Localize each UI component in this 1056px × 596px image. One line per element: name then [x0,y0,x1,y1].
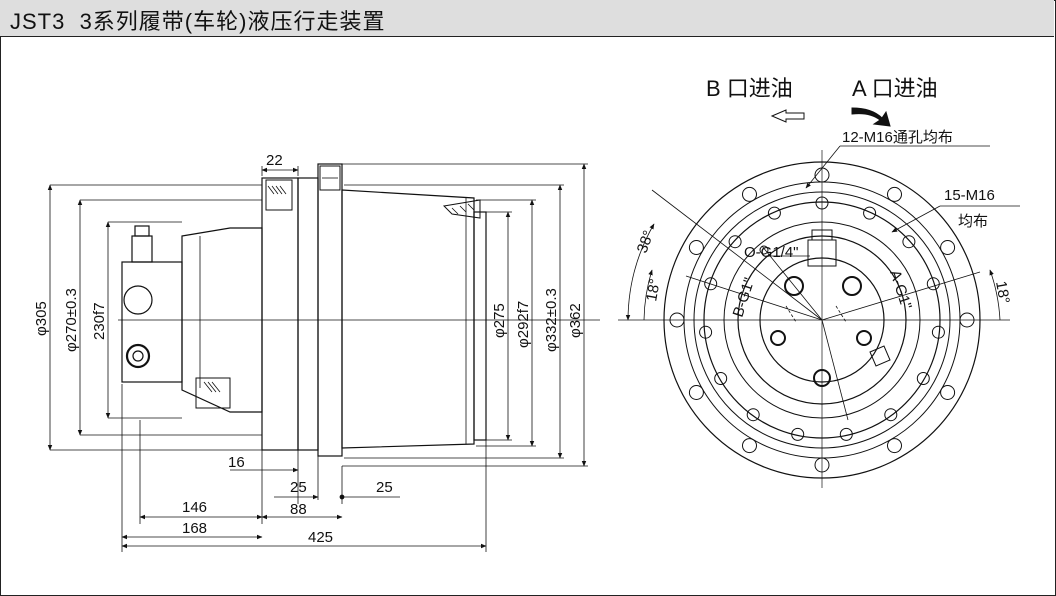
label-a-port: A-G1" [886,268,915,312]
end-cap [473,211,487,441]
dim-phi-270: φ270±0.3 [63,288,80,352]
angle-18-left: 18° [643,277,664,302]
side-dimensions [47,163,588,552]
valve-plug [131,235,153,263]
dim-146: 146 [182,499,207,516]
central-plate [297,177,319,451]
port-a-hole [842,276,862,296]
mounting-flange [261,177,299,451]
dim-phi-275: φ275 [491,303,508,338]
b-direction-arrow [770,109,805,123]
dim-16: 16 [228,454,245,471]
callout-inner-bolts-line2: 均布 [958,213,988,230]
label-b-port-oil: B 口进油 [706,76,793,101]
port-circle-lower-inner [132,350,144,362]
outer-bolt-holes [669,167,975,473]
callout-inner-bolts-line1: 15-M16 [944,187,995,204]
dim-88: 88 [290,501,307,518]
port-circle-upper [123,285,153,315]
drum-bolt [442,199,481,219]
drum-body [341,189,475,449]
front-view [618,107,1020,488]
dim-168: 168 [182,520,207,537]
side-view [118,163,600,457]
inner-bolt-holes [699,196,945,441]
dim-22: 22 [266,152,283,169]
label-o-port: O-G1/4" [744,244,799,261]
title-bar: JST3 3系列履带(车轮)液压行走装置 [0,0,1054,37]
angle-38: 38° [634,228,658,255]
label-b-port: B-G1" [730,276,759,320]
dim-425: 425 [308,529,333,546]
dim-230f7: 230f7 [91,302,108,340]
dim-phi-362: φ362 [567,303,584,338]
drain-fitting [195,377,231,409]
dim-phi-292f7: φ292f7 [515,301,532,348]
port-circle-lower [125,343,151,369]
output-flange [317,163,343,457]
valve-cap [134,225,150,237]
dim-phi-332: φ332±0.3 [543,288,560,352]
drawing-title: JST3 3系列履带(车轮)液压行走装置 [10,9,386,34]
dim-phi-305: φ305 [33,301,50,336]
label-a-port-oil: A 口进油 [852,76,938,101]
angle-18-right: 18° [992,280,1013,305]
callout-outer-bolts: 12-M16通孔均布 [842,129,953,146]
dim-25-left: 25 [290,479,307,496]
a-direction-arrow [851,107,891,127]
dim-25-right: 25 [376,479,393,496]
port-b-hole [784,276,804,296]
